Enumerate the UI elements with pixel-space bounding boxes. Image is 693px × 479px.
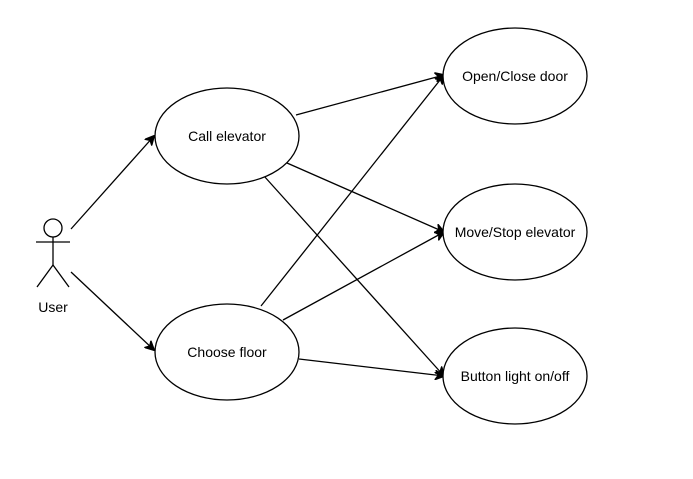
use-case-choose-floor-label: Choose floor (187, 344, 267, 360)
edge-call-elevator-button-light (263, 175, 444, 376)
edge-user-choose-floor (70, 271, 154, 350)
use-case-choose-floor-shape (154, 303, 300, 401)
edge-choose-floor-move-stop-elevator (282, 232, 444, 321)
edge-user-call-elevator (70, 136, 154, 230)
use-case-call-elevator: Call elevator (154, 87, 300, 185)
use-case-call-elevator-shape (154, 87, 300, 185)
use-case-call-elevator-label: Call elevator (188, 128, 266, 144)
edge-choose-floor-open-close-door (260, 75, 444, 307)
actor-left-leg (36, 264, 54, 288)
actor-right-leg (52, 264, 70, 288)
use-case-open-close-door: Open/Close door (442, 27, 588, 125)
use-case-move-stop-elevator-shape (442, 183, 588, 281)
actor-head-icon (43, 218, 63, 238)
edge-call-elevator-open-close-door (295, 75, 444, 116)
actor-label: User (38, 299, 68, 315)
use-case-button-light: Button light on/off (442, 327, 588, 425)
use-case-open-close-door-shape (442, 27, 588, 125)
use-case-move-stop-elevator: Move/Stop elevator (442, 183, 588, 281)
use-case-button-light-shape (442, 327, 588, 425)
actor-user: User (36, 218, 70, 315)
use-case-open-close-door-label: Open/Close door (462, 68, 568, 84)
edge-choose-floor-button-light (298, 358, 444, 376)
use-case-button-light-label: Button light on/off (461, 368, 570, 384)
edge-call-elevator-move-stop-elevator (286, 162, 444, 232)
use-case-move-stop-elevator-label: Move/Stop elevator (455, 224, 576, 240)
use-case-choose-floor: Choose floor (154, 303, 300, 401)
